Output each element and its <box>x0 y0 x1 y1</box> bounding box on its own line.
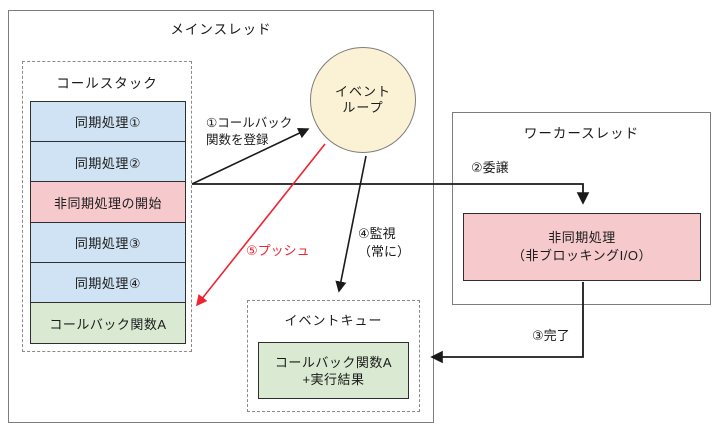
call-stack-items: 同期処理① 同期処理② 非同期処理の開始 同期処理③ 同期処理④ コールバック関… <box>30 101 186 344</box>
event-loop-circle: イベント ループ <box>310 47 416 153</box>
stack-item-label: 同期処理② <box>74 155 142 171</box>
arrow-label-register-line1: ①コールバック <box>206 116 293 130</box>
stack-item-callback-a: コールバック関数A <box>30 302 186 344</box>
event-queue-item-line2: +実行結果 <box>302 371 365 387</box>
arrow-label-push: ⑤プッシュ <box>246 243 310 258</box>
stack-item-sync-2: 同期処理② <box>30 141 186 184</box>
arrow-label-monitor: ④監視 （常に） <box>358 225 410 261</box>
stack-item-label: 同期処理① <box>74 115 142 131</box>
event-queue-box: イベントキュー コールバック関数A +実行結果 <box>247 300 420 412</box>
arrow-label-register-line2: 関数を登録 <box>206 133 269 147</box>
stack-item-label: 同期処理③ <box>74 236 142 252</box>
stack-item-label: コールバック関数A <box>49 316 167 332</box>
async-process-line1: 非同期処理 <box>548 230 616 245</box>
stack-item-label: 非同期処理の開始 <box>53 195 162 211</box>
arrow-label-monitor-line2: （常に） <box>358 244 411 259</box>
call-stack-title: コールスタック <box>56 76 158 91</box>
event-loop-label-line1: イベント <box>334 84 391 99</box>
event-queue-title: イベントキュー <box>284 313 383 328</box>
main-thread-title: メインスレッド <box>170 22 272 37</box>
arrow-label-delegate: ②委譲 <box>471 160 509 175</box>
event-queue-item-line1: コールバック関数A <box>274 354 393 370</box>
worker-thread-box: ワーカースレッド 非同期処理 （非ブロッキングI/O） <box>452 112 711 305</box>
event-queue-item: コールバック関数A +実行結果 <box>258 342 409 399</box>
stack-item-sync-1: 同期処理① <box>30 101 186 143</box>
async-process-box: 非同期処理 （非ブロッキングI/O） <box>463 213 701 281</box>
event-loop-label-line2: ループ <box>342 100 384 115</box>
stack-item-sync-3: 同期処理③ <box>30 221 186 264</box>
arrow-label-complete: ③完了 <box>532 328 570 343</box>
arrow-label-register: ①コールバック 関数を登録 <box>206 115 292 149</box>
async-process-line2: （非ブロッキングI/O） <box>512 248 652 263</box>
arrow-label-monitor-line1: ④監視 <box>358 226 396 241</box>
worker-thread-title: ワーカースレッド <box>523 126 640 141</box>
stack-item-sync-4: 同期処理④ <box>30 261 186 304</box>
stack-item-async-start: 非同期処理の開始 <box>30 181 186 224</box>
stack-item-label: 同期処理④ <box>74 276 142 292</box>
